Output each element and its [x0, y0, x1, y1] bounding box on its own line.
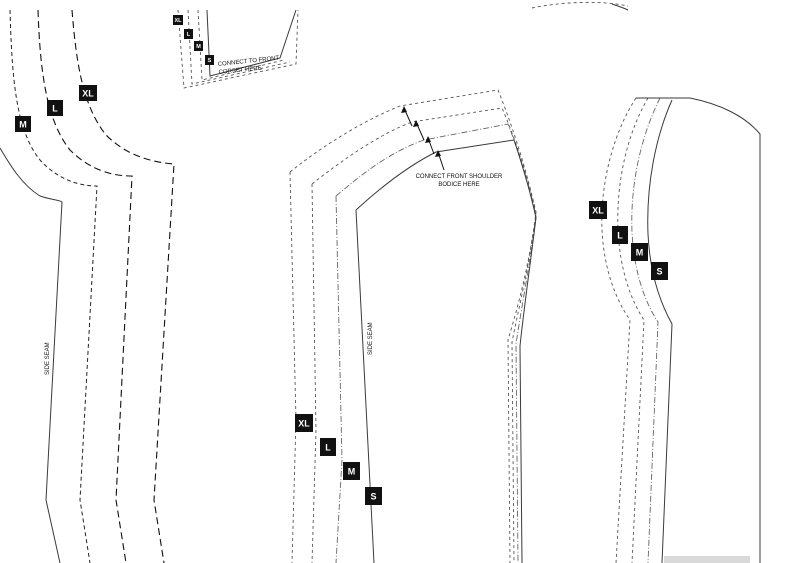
size-tag-right-s: S: [651, 262, 668, 280]
size-tag-label: L: [187, 32, 191, 38]
right-outline-l: [617, 97, 649, 563]
size-tag-top-m: M: [194, 41, 203, 51]
middle-outline-s: [355, 139, 537, 563]
size-tag-top-xl: XL: [173, 15, 183, 25]
side-seam-middle-label: SIDE SEAM: [368, 322, 374, 355]
size-tag-left-m: M: [15, 116, 31, 132]
top-right-curve-solid: [611, 3, 629, 11]
right-top-edge: [636, 97, 761, 563]
size-tag-right-l: L: [612, 226, 628, 244]
size-tag-label: S: [656, 267, 662, 277]
connect-bodice-line2: BODICE HERE: [438, 182, 479, 188]
connect-bodice-line1: CONNECT FRONT SHOULDER: [416, 174, 503, 180]
middle-pattern-piece: [289, 89, 537, 563]
size-tag-middle-xl: XL: [295, 414, 313, 432]
right-outline-xl: [601, 97, 637, 563]
size-tag-label: S: [208, 58, 212, 64]
right-outline-m: [631, 97, 661, 563]
size-tag-top-s: S: [205, 55, 214, 65]
middle-outline-m: [335, 123, 537, 563]
size-tag-left-l: L: [47, 100, 63, 116]
size-tag-label: M: [636, 248, 644, 258]
middle-outline-xl: [289, 89, 537, 563]
top-line-3: [197, 9, 285, 81]
connect-corset-line2: CORSET HERE: [218, 65, 262, 75]
size-tag-middle-s: S: [365, 487, 382, 505]
size-tag-label: XL: [82, 89, 94, 99]
size-tag-label: S: [370, 492, 376, 502]
left-pattern-piece: [0, 9, 175, 563]
size-tag-label: M: [196, 44, 201, 50]
size-tag-label: M: [19, 120, 27, 130]
size-tag-label: M: [348, 467, 356, 477]
size-tag-middle-m: M: [343, 462, 360, 480]
size-tag-label: XL: [298, 419, 310, 429]
side-seam-left-label: SIDE SEAM: [45, 342, 51, 375]
size-tag-label: L: [617, 231, 623, 241]
right-outline-s: [647, 99, 673, 563]
size-tag-right-xl: XL: [589, 201, 607, 219]
left-curve-solid: [0, 147, 63, 563]
size-tag-label: L: [325, 443, 331, 453]
size-tag-right-m: M: [631, 243, 648, 261]
size-tag-left-xl: XL: [79, 85, 97, 101]
top-right-curve: [531, 1, 629, 9]
size-tag-label: XL: [174, 18, 182, 24]
footer-bar: [664, 556, 750, 563]
top-line-solid: [206, 9, 297, 77]
size-tag-middle-l: L: [320, 438, 336, 456]
middle-outline-l: [311, 107, 537, 563]
connect-arrows: [401, 106, 445, 171]
size-tag-label: L: [52, 104, 58, 114]
left-curve-l: [37, 9, 133, 563]
size-tag-label: XL: [592, 206, 604, 216]
left-curve-m: [9, 9, 98, 563]
right-pattern-piece: [601, 97, 761, 563]
size-tag-top-l: L: [184, 29, 193, 39]
